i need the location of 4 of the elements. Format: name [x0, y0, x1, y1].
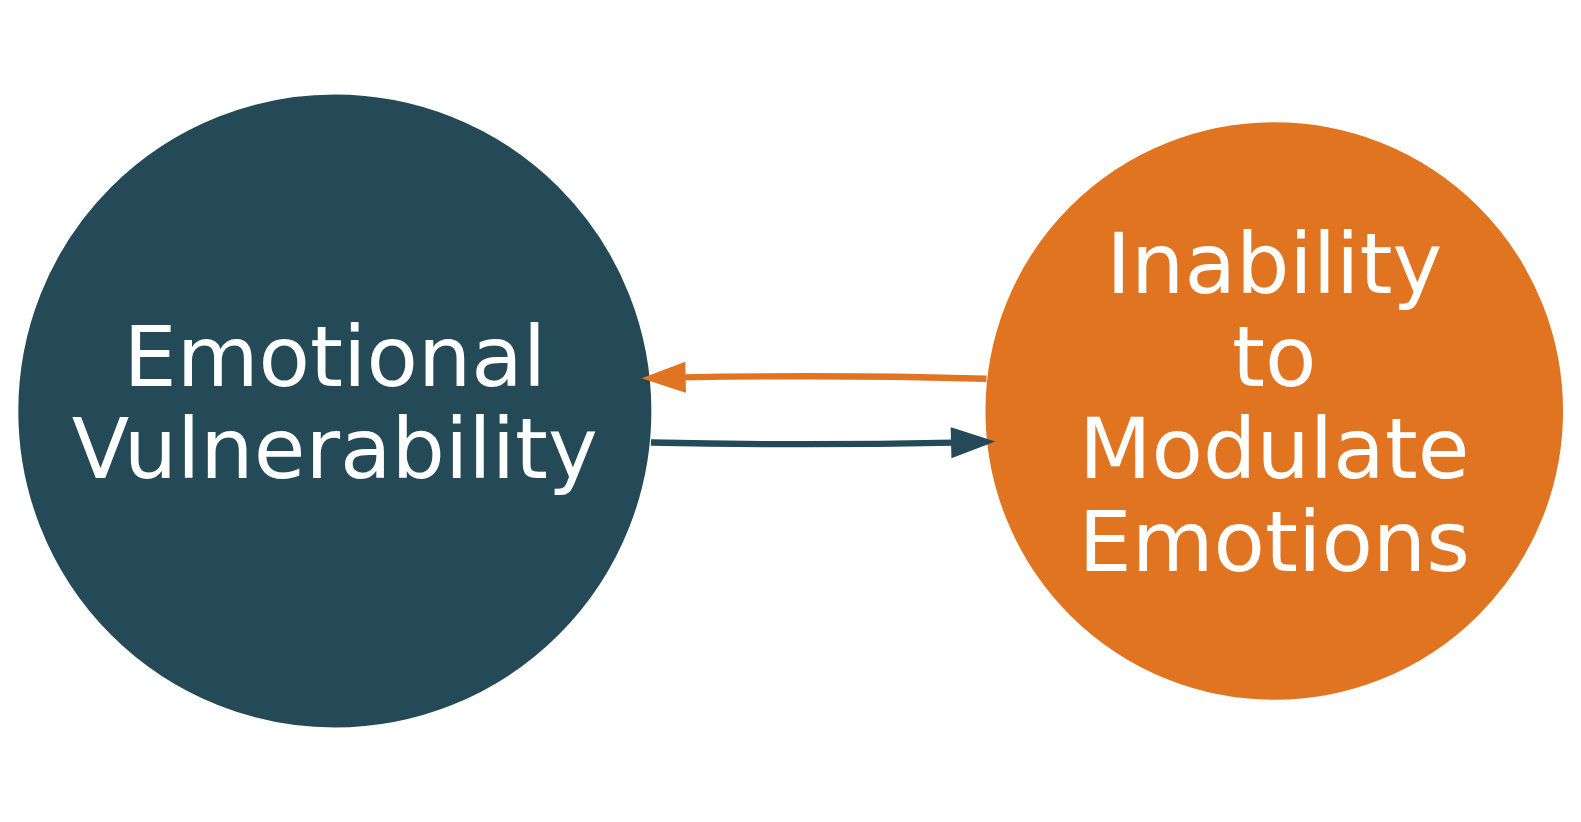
arrow — [650, 427, 996, 459]
arrow — [641, 361, 987, 393]
node-circle: Inability to Modulate Emotions — [983, 120, 1566, 702]
node-circle: Emotional Vulnerability — [16, 92, 654, 730]
